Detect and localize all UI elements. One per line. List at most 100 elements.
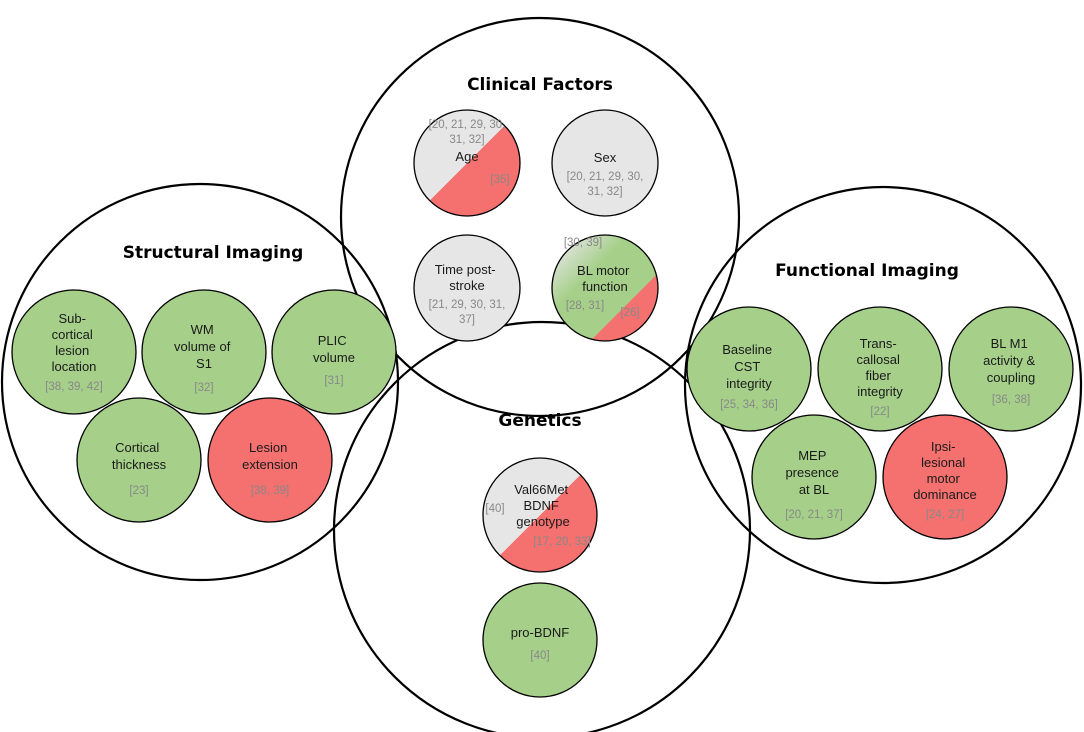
node-ipsilesional-label-line: dominance (913, 487, 977, 502)
node-val66met-label-line: genotype (516, 514, 570, 529)
node-bl-m1-label-line: coupling (987, 370, 1035, 385)
node-sex: Sex [20, 21, 29, 30, 31, 32] (551, 109, 659, 217)
node-subcortical-label-line: Sub- (58, 311, 85, 326)
node-wm-volume-label-line: WM (191, 322, 214, 337)
node-bl-motor-label-line: function (582, 279, 628, 294)
node-subcortical-ref: [38, 39, 42] (45, 381, 103, 393)
node-lesion-ext-label-line: extension (242, 457, 298, 472)
node-bl-motor-label-line: BL motor (577, 263, 630, 278)
node-lesion-ext-ref: [38, 39] (251, 485, 289, 497)
node-age-ref: [20, 21, 29, 30, (429, 119, 506, 131)
node-bl-motor-label: BL motor function (577, 263, 633, 294)
node-transcallosal: Trans- callosal fiber integrity [22] (817, 306, 943, 432)
node-cortical-label: Cortical thickness (112, 440, 167, 472)
node-cortical: Cortical thickness [23] (76, 397, 202, 523)
node-sex-label: Sex (594, 150, 617, 165)
node-ipsilesional-ref: [24, 27] (926, 509, 964, 521)
node-plic-label-line: volume (313, 350, 355, 365)
node-plic-ref: [31] (324, 375, 343, 387)
group-title-genetics: Genetics (498, 411, 581, 431)
node-plic: PLIC volume [31] (271, 289, 397, 415)
group-circle-functional (683, 185, 1083, 585)
node-cst-label: Baseline CST integrity (722, 342, 776, 391)
node-val66met-ref-negative: [17, 20, 33] (533, 536, 591, 548)
node-cortical-label-line: thickness (112, 457, 167, 472)
node-mep: MEP presence at BL [20, 21, 37] (751, 414, 877, 540)
node-time-label-line: Time post- (435, 262, 496, 277)
node-val66met-label-line: BDNF (523, 498, 558, 513)
node-time-label-line: stroke (449, 278, 484, 293)
node-transcallosal-label-line: callosal (857, 352, 900, 367)
node-bl-m1-ref: [36, 38] (992, 394, 1030, 406)
node-cortical-label-line: Cortical (115, 440, 159, 455)
node-mep-label-line: at BL (799, 482, 829, 497)
node-wm-volume-label: WM volume of S1 (174, 322, 234, 371)
node-wm-volume-label-line: volume of (174, 339, 231, 354)
group-circles (0, 16, 1083, 732)
node-time-ref: [21, 29, 30, 31, (429, 299, 506, 311)
node-pro-bdnf-label: pro-BDNF (511, 625, 570, 640)
node-bl-motor-ref-negative: [26] (620, 307, 639, 319)
node-transcallosal-label-line: Trans- (860, 336, 897, 351)
node-bl-motor-ref-neutral: [30, 39] (564, 237, 602, 249)
node-cst: Baseline CST integrity [25, 34, 36] (686, 306, 812, 432)
group-title-clinical: Clinical Factors (467, 75, 613, 95)
node-bl-m1: BL M1 activity & coupling [36, 38] (948, 306, 1074, 432)
node-pro-bdnf: pro-BDNF [40] (482, 582, 598, 698)
node-ipsilesional-label: Ipsi- lesional motor dominance (913, 439, 977, 502)
node-age-ref: 31, 32] (449, 134, 484, 146)
node-age-label: Age (455, 149, 478, 164)
node-age: [20, 21, 29, 30, 31, 32] Age [35] (413, 109, 521, 217)
node-transcallosal-label-line: integrity (857, 384, 903, 399)
node-val66met-ref-neutral: [40] (485, 503, 504, 515)
node-lesion-ext: Lesion extension [38, 39] (207, 397, 333, 523)
node-bl-m1-label-line: BL M1 (991, 336, 1028, 351)
node-val66met-label: Val66Met BDNF genotype (514, 482, 572, 529)
node-bl-motor: [30, 39] BL motor function [28, 31] [26] (551, 234, 659, 342)
node-transcallosal-label-line: fiber (866, 368, 892, 383)
node-subcortical-label-line: cortical (52, 327, 93, 342)
node-mep-label: MEP presence at BL (785, 448, 842, 497)
node-subcortical-label-line: lesion (55, 343, 89, 358)
node-val66met-label-line: Val66Met (514, 482, 568, 497)
node-cst-ref: [25, 34, 36] (720, 399, 778, 411)
group-circle-genetics (332, 320, 752, 732)
group-circle-structural (0, 182, 400, 582)
node-plic-label-line: PLIC (318, 333, 347, 348)
node-subcortical: Sub- cortical lesion location [38, 39, 4… (11, 289, 137, 415)
node-transcallosal-label: Trans- callosal fiber integrity (857, 336, 904, 399)
group-title-structural: Structural Imaging (123, 243, 304, 263)
node-time-ref: 37] (459, 314, 475, 326)
node-wm-volume-ref: [32] (194, 382, 213, 394)
node-ipsilesional-label-line: motor (927, 471, 961, 486)
node-bl-motor-ref-positive: [28, 31] (566, 300, 604, 312)
node-age-ref-negative: [35] (490, 174, 509, 186)
node-mep-ref: [20, 21, 37] (785, 509, 843, 521)
node-ipsilesional-label-line: lesional (921, 455, 965, 470)
node-ipsilesional-label-line: Ipsi- (931, 439, 956, 454)
node-subcortical-label-line: location (52, 359, 97, 374)
node-time: Time post- stroke [21, 29, 30, 31, 37] (413, 234, 521, 342)
node-sex-ref: 31, 32] (587, 186, 622, 198)
node-lesion-ext-label-line: Lesion (249, 440, 287, 455)
node-ipsilesional: Ipsi- lesional motor dominance [24, 27] (882, 414, 1008, 540)
node-pro-bdnf-ref: [40] (530, 650, 549, 662)
group-title-functional: Functional Imaging (775, 261, 959, 281)
node-bl-m1-label: BL M1 activity & coupling (983, 336, 1039, 385)
node-lesion-ext-label: Lesion extension (242, 440, 298, 472)
node-cortical-ref: [23] (129, 485, 148, 497)
node-mep-label-line: presence (785, 465, 838, 480)
node-sex-ref: [20, 21, 29, 30, (567, 171, 644, 183)
node-bl-m1-label-line: activity & (983, 353, 1035, 368)
node-time-label: Time post- stroke (435, 262, 500, 293)
group-circle-clinical (339, 16, 741, 418)
node-cst-label-line: integrity (726, 376, 772, 391)
node-transcallosal-ref: [22] (870, 406, 889, 418)
node-subcortical-label: Sub- cortical lesion location (52, 311, 97, 374)
node-val66met: [40] Val66Met BDNF genotype [17, 20, 33] (482, 457, 598, 573)
node-mep-label-line: MEP (798, 448, 826, 463)
node-wm-volume-label-line: S1 (196, 356, 212, 371)
node-cst-label-line: Baseline (722, 342, 772, 357)
node-wm-volume: WM volume of S1 [32] (141, 289, 267, 415)
